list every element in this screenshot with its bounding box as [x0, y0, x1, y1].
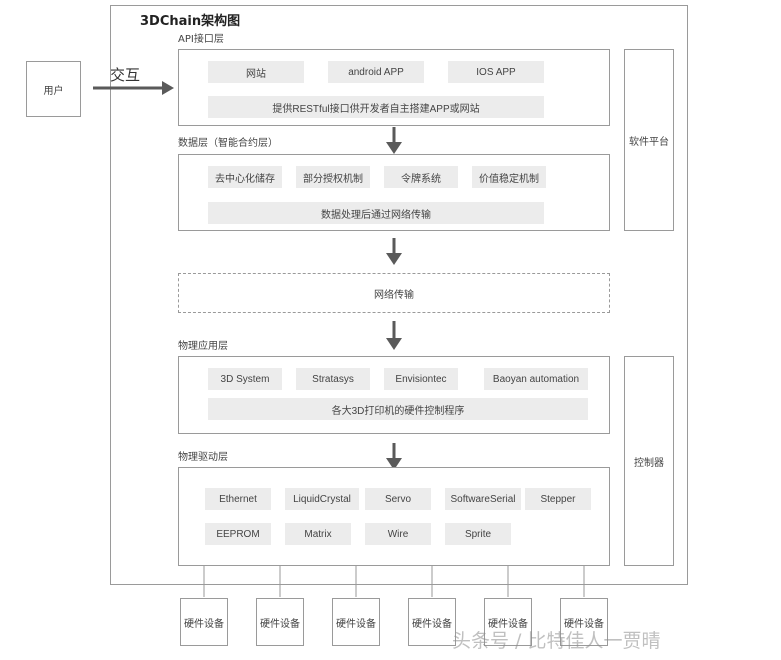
hardware-device-label: 硬件设备 — [184, 618, 224, 630]
hardware-device-label: 硬件设备 — [412, 618, 452, 630]
chip-ethernet: Ethernet — [205, 488, 271, 510]
hardware-device-5: 硬件设备 — [484, 598, 532, 646]
interaction-label: 交互 — [110, 66, 141, 84]
chip-data-transmission: 数据处理后通过网络传输 — [208, 202, 544, 224]
driver-layer-label: 物理驱动层 — [178, 452, 228, 463]
chip-website: 网站 — [208, 61, 304, 83]
chip-eeprom: EEPROM — [205, 523, 271, 545]
chip-matrix: Matrix — [285, 523, 351, 545]
data-layer-label: 数据层（智能合约层） — [178, 138, 278, 149]
chip-token-system: 令牌系统 — [384, 166, 458, 188]
chip-restful-api: 提供RESTful接口供开发者自主搭建APP或网站 — [208, 96, 544, 118]
api-layer-label: API接口层 — [178, 34, 224, 45]
chip-servo: Servo — [365, 488, 431, 510]
chip-sprite: Sprite — [445, 523, 511, 545]
hardware-device-1: 硬件设备 — [180, 598, 228, 646]
chip-liquidcrystal: LiquidCrystal — [285, 488, 359, 510]
chip-wire: Wire — [365, 523, 431, 545]
diagram-title: 3DChain架构图 — [140, 14, 241, 29]
hardware-device-label: 硬件设备 — [564, 618, 604, 630]
network-layer: 网络传输 — [178, 273, 610, 313]
driver-layer: Ethernet LiquidCrystal Servo SoftwareSer… — [178, 467, 610, 566]
network-layer-label: 网络传输 — [374, 289, 414, 301]
app-layer-label: 物理应用层 — [178, 341, 228, 352]
api-layer: 网站 android APP IOS APP 提供RESTful接口供开发者自主… — [178, 49, 610, 126]
hardware-device-6: 硬件设备 — [560, 598, 608, 646]
controller-box: 控制器 — [624, 356, 674, 566]
hardware-device-4: 硬件设备 — [408, 598, 456, 646]
chip-3d-system: 3D System — [208, 368, 282, 390]
watermark-text: 头条号 / 比特佳人一贾晴 — [452, 630, 661, 652]
chip-stepper: Stepper — [525, 488, 591, 510]
hardware-device-label: 硬件设备 — [336, 618, 376, 630]
hardware-device-label: 硬件设备 — [488, 618, 528, 630]
chip-stratasys: Stratasys — [296, 368, 370, 390]
hardware-device-label: 硬件设备 — [260, 618, 300, 630]
chip-ios-app: IOS APP — [448, 61, 544, 83]
user-label: 用户 — [43, 85, 64, 97]
hardware-device-2: 硬件设备 — [256, 598, 304, 646]
chip-android-app: android APP — [328, 61, 424, 83]
chip-baoyan-automation: Baoyan automation — [484, 368, 588, 390]
chip-envisiontec: Envisiontec — [384, 368, 458, 390]
software-platform-label: 软件平台 — [629, 136, 669, 148]
chip-printer-control: 各大3D打印机的硬件控制程序 — [208, 398, 588, 420]
chip-value-stability: 价值稳定机制 — [472, 166, 546, 188]
chip-decentralized-storage: 去中心化储存 — [208, 166, 282, 188]
chip-partial-authorization: 部分授权机制 — [296, 166, 370, 188]
data-layer: 去中心化储存 部分授权机制 令牌系统 价值稳定机制 数据处理后通过网络传输 — [178, 154, 610, 231]
software-platform-box: 软件平台 — [624, 49, 674, 231]
chip-softwareserial: SoftwareSerial — [445, 488, 521, 510]
app-layer: 3D System Stratasys Envisiontec Baoyan a… — [178, 356, 610, 434]
controller-label: 控制器 — [634, 457, 664, 469]
hardware-device-3: 硬件设备 — [332, 598, 380, 646]
user-box: 用户 — [26, 61, 81, 117]
